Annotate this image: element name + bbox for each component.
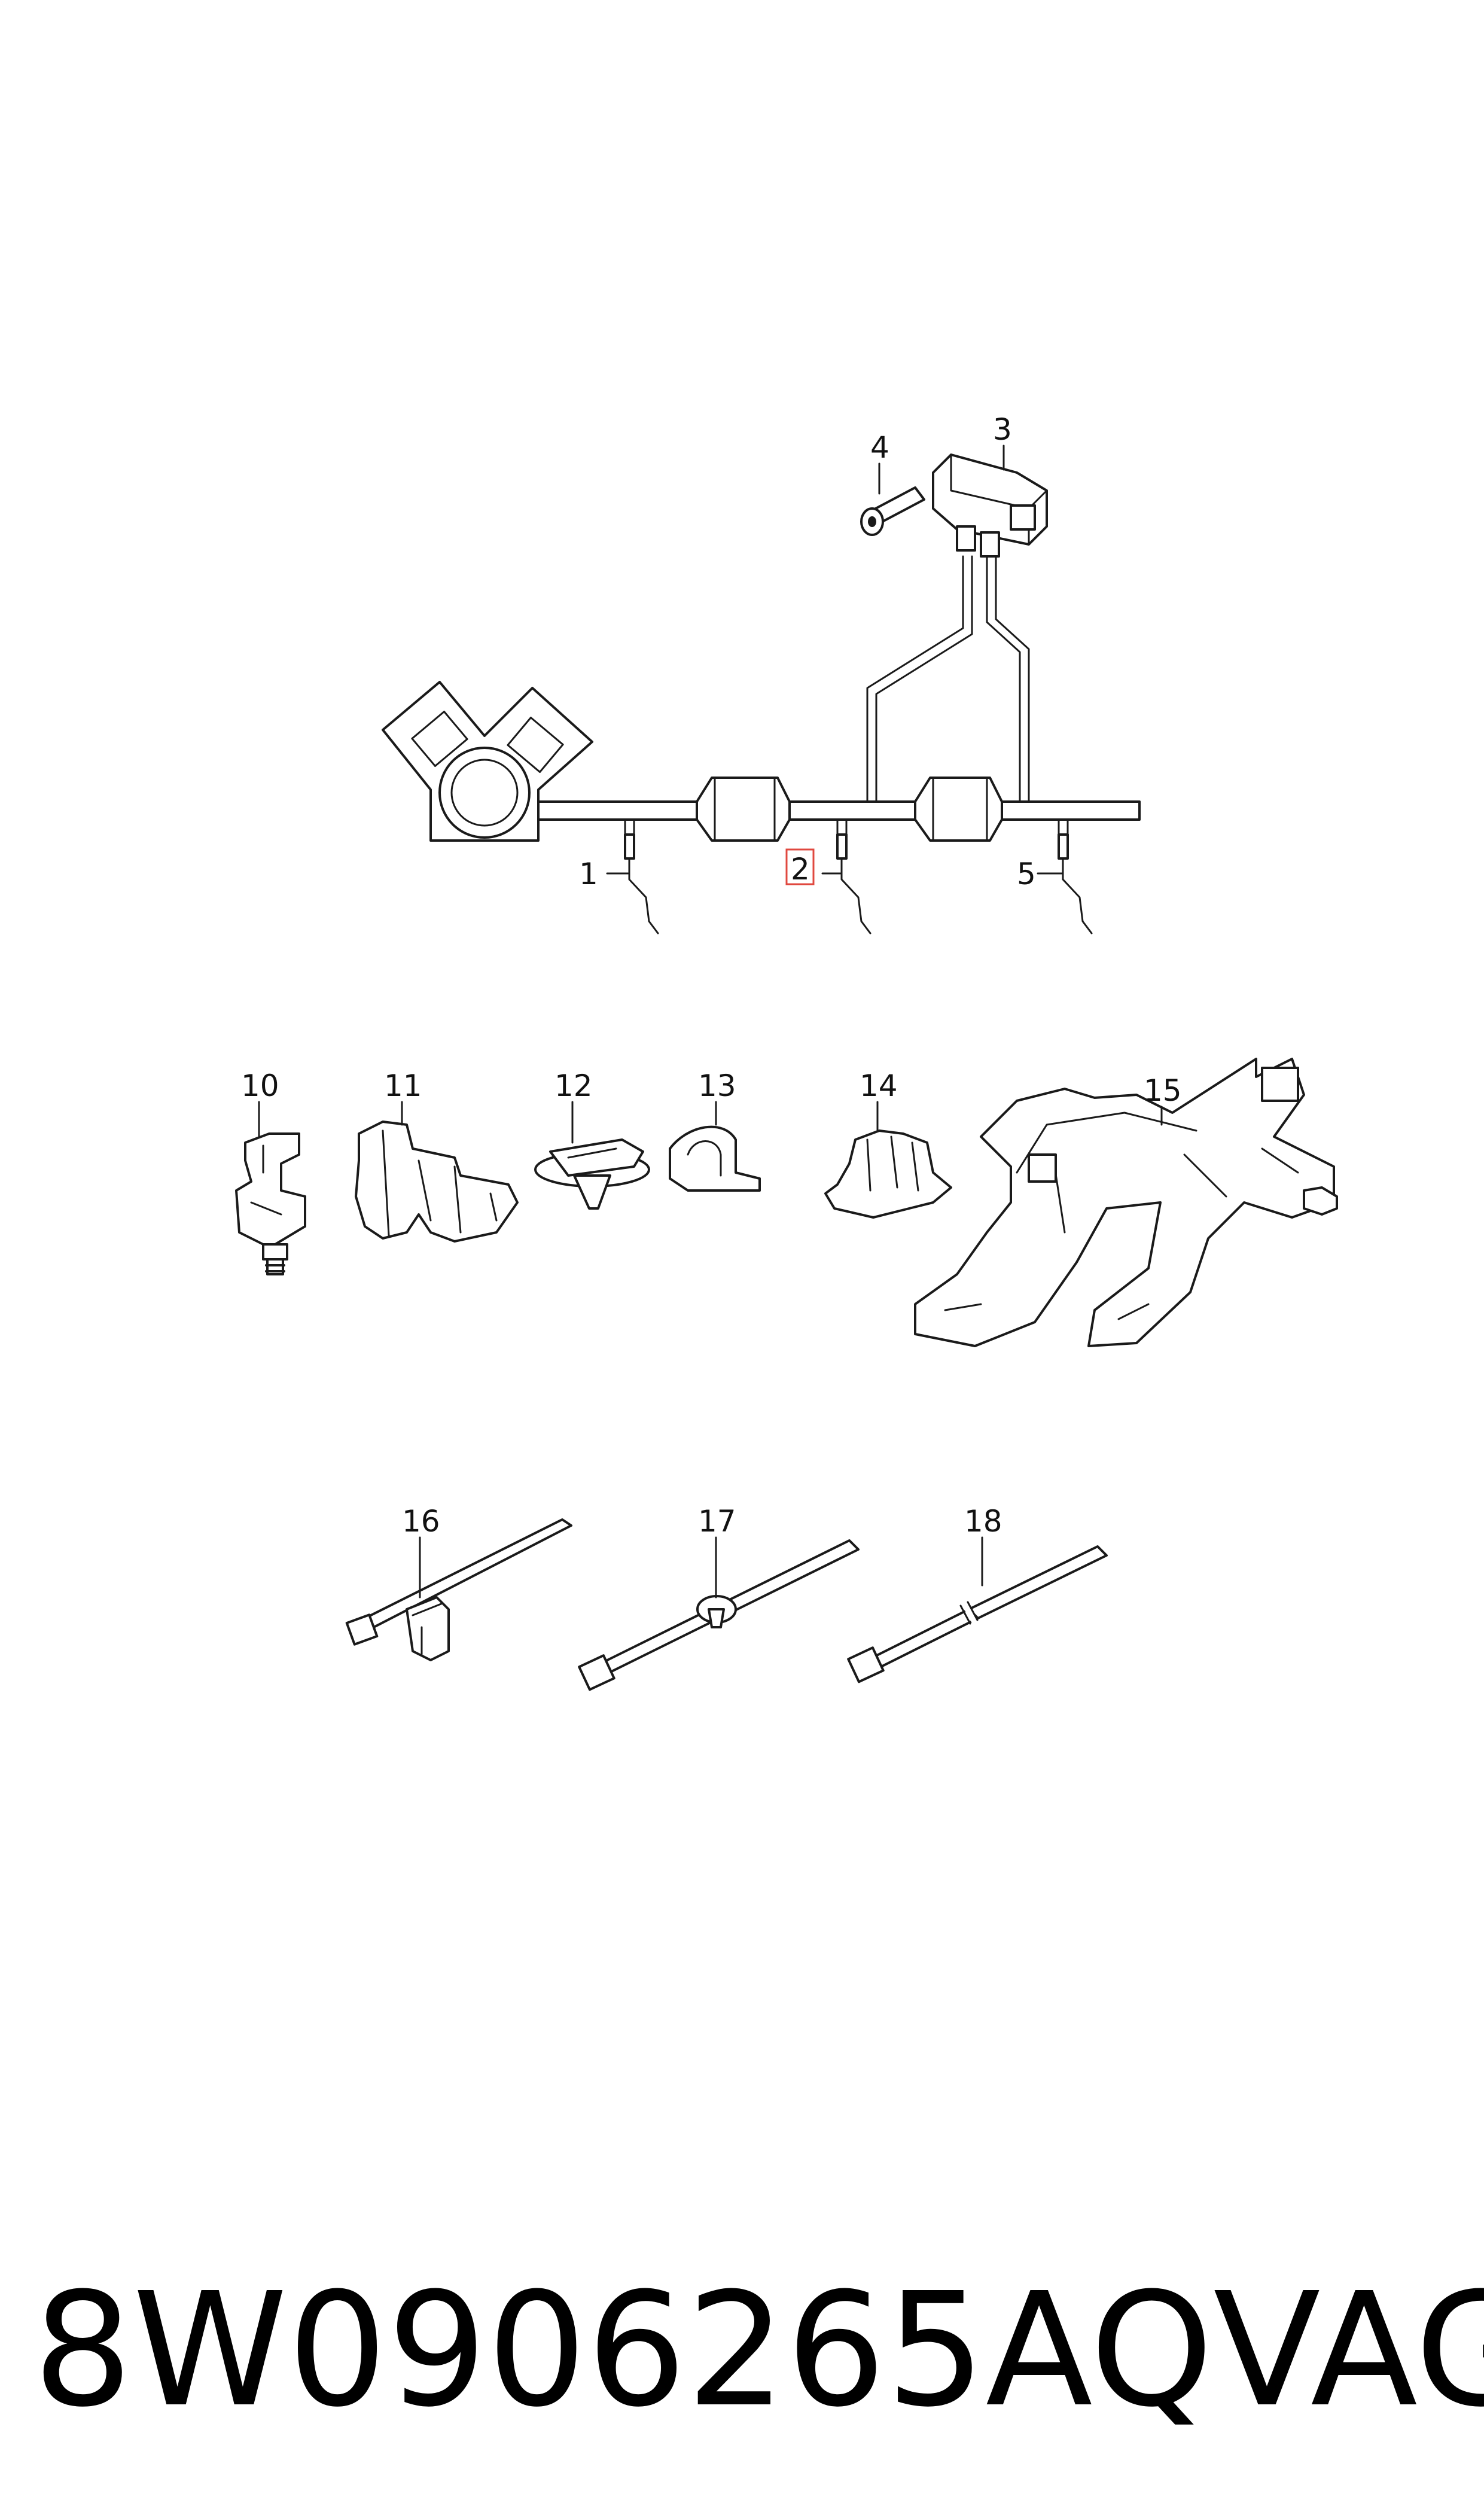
holder-11 [355,1121,519,1243]
pressure-line-rear [986,555,1030,785]
callout-2-highlight [785,848,815,885]
exhaust-system-drawing [382,453,1141,934]
callout-10[interactable]: 10 [241,1068,279,1103]
sensor-port-5 [1058,818,1069,836]
pressure-sensor [932,453,1048,558]
callout-17[interactable]: 17 [698,1504,736,1539]
cable-tie-16 [345,1518,572,1661]
callout-1[interactable]: 1 [579,857,598,891]
engine-block [382,681,593,842]
callout-2[interactable]: 2 [791,852,810,887]
lambda-probe-5 [1037,833,1093,934]
pressure-port-front [866,783,877,803]
holder-14 [824,1129,952,1219]
callout-11[interactable]: 11 [384,1068,422,1103]
catalytic-converter-rear [914,777,1003,842]
holder-10 [235,1132,306,1275]
part-number: 8W0906265AQ [33,2259,1214,2441]
footer: 8W0906265AQ VAG [33,2249,1484,2441]
callout-18[interactable]: 18 [964,1504,1002,1539]
cable-tie-17 [578,1539,860,1691]
callout-4[interactable]: 4 [870,430,889,465]
callout-16[interactable]: 16 [402,1504,440,1539]
callout-5[interactable]: 5 [1017,857,1036,891]
clamp-13 [669,1125,761,1192]
clip-12 [534,1138,650,1210]
sensor-port-1 [624,818,635,836]
lambda-probe-2 [821,833,871,934]
callout-14[interactable]: 14 [860,1068,898,1103]
callout-13[interactable]: 13 [698,1068,736,1103]
catalytic-converter-front [696,777,791,842]
callout-12[interactable]: 12 [554,1068,593,1103]
brand-name: VAG [1213,2259,1484,2441]
callout-15[interactable]: 15 [1144,1073,1182,1108]
sensor-port-2 [836,818,848,836]
callout-3[interactable]: 3 [993,412,1012,447]
lambda-probe-1 [606,833,659,934]
bracket-15 [914,1058,1338,1347]
exhaust-pipe [537,800,1141,821]
cable-tie-18 [847,1545,1108,1683]
bolt [860,486,925,536]
pressure-port-rear [1019,783,1030,803]
pressure-line-front [866,555,973,785]
